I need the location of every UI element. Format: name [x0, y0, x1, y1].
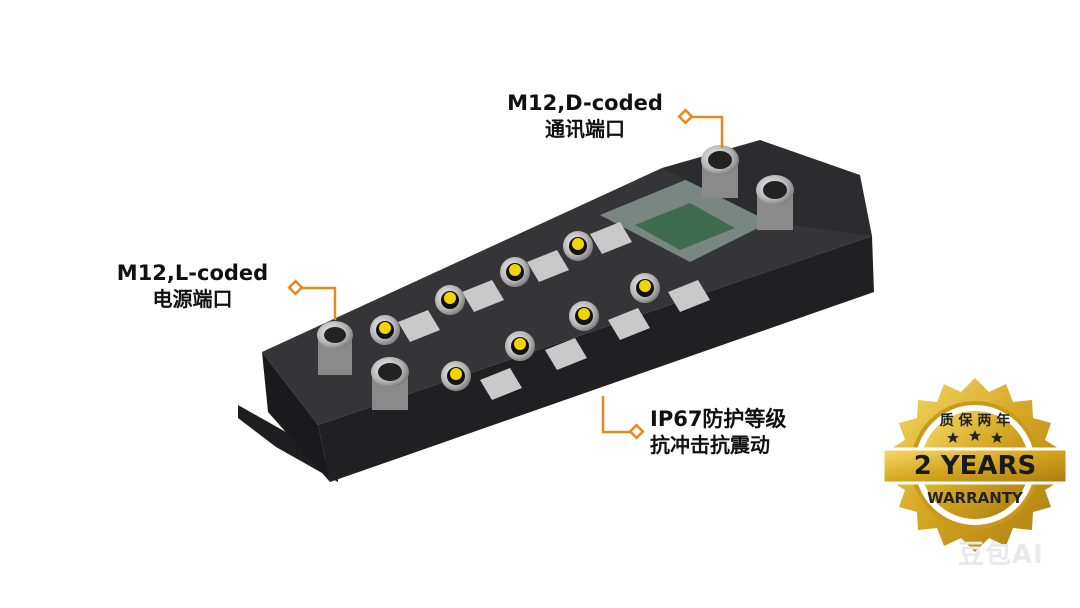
status-led [514, 338, 526, 350]
warranty-badge [881, 378, 1069, 552]
callout-d-coded-title: M12,D-coded [507, 91, 663, 115]
module-left-face [262, 352, 330, 482]
io-port [370, 315, 400, 345]
callout-ip67-title: IP67防护等级 [650, 407, 787, 431]
callout-d-coded: M12,D-coded 通讯端口 [490, 90, 680, 142]
badge-main-text: 2 YEARS [913, 451, 1037, 481]
status-led [509, 264, 521, 276]
status-led [572, 238, 584, 250]
callout-d-coded-subtitle: 通讯端口 [545, 117, 625, 141]
label-plates [398, 222, 710, 400]
io-port [505, 331, 535, 361]
watermark: 豆包AI [958, 540, 1044, 570]
callout-l-coded-title: M12,L-coded [116, 261, 269, 285]
io-ports [370, 231, 660, 391]
status-led [379, 322, 391, 334]
module-front-face [318, 236, 874, 482]
io-port [441, 361, 471, 391]
callout-l-coded: M12,L-coded 电源端口 [100, 260, 285, 312]
callout-lines [287, 108, 724, 440]
badge-bottom-text: WARRANTY [927, 489, 1023, 507]
leader-d-coded [690, 115, 724, 148]
status-led [444, 292, 456, 304]
leader-l-coded [300, 286, 337, 320]
l-coded-power-connectors [317, 321, 409, 410]
status-led [450, 368, 462, 380]
status-led [578, 308, 590, 320]
d-coded-comm-connectors [701, 145, 794, 230]
display-pcb [635, 203, 735, 250]
io-port [569, 301, 599, 331]
status-led [639, 280, 651, 292]
leader-ip67 [601, 396, 632, 434]
io-port [435, 285, 465, 315]
callout-ip67: IP67防护等级 抗冲击抗震动 [650, 406, 835, 458]
io-port [630, 273, 660, 303]
callout-l-coded-subtitle: 电源端口 [152, 287, 233, 311]
callout-ip67-subtitle: 抗冲击抗震动 [650, 433, 770, 457]
badge-top-text: 质 保 两 年 [939, 413, 1011, 429]
io-port [563, 231, 593, 261]
io-port [500, 257, 530, 287]
